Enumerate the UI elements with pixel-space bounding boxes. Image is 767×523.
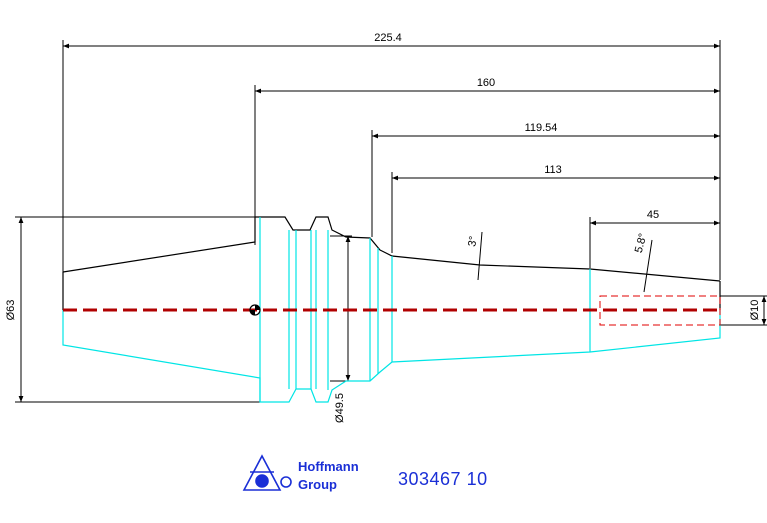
logo-line-1: Hoffmann <box>298 459 359 474</box>
dim-overall-length: 225.4 <box>374 32 402 44</box>
part-number: 303467 10 <box>398 469 488 489</box>
logo-emblem-icon <box>242 454 292 491</box>
dim-length-119: 119.54 <box>525 122 558 134</box>
dim-length-113: 113 <box>544 164 562 176</box>
hoffmann-group-logo: Hoffmann Group <box>242 454 359 492</box>
logo-line-2: Group <box>298 477 337 492</box>
dim-diameter-10: Ø10 <box>749 300 761 321</box>
hidden-bore <box>599 295 721 326</box>
dim-length-45: 45 <box>647 209 659 221</box>
dim-diameter-49: Ø49.5 <box>334 393 346 423</box>
part-outline-black <box>62 216 721 310</box>
center-point-marker <box>249 304 261 316</box>
dim-diameter-63: Ø63 <box>5 300 17 321</box>
dimension-lines <box>18 43 767 402</box>
dim-length-160: 160 <box>477 77 495 89</box>
extension-lines <box>15 40 767 403</box>
dim-angle-5-8: 5.8° <box>633 232 650 254</box>
dim-angle-3: 3° <box>466 235 480 247</box>
